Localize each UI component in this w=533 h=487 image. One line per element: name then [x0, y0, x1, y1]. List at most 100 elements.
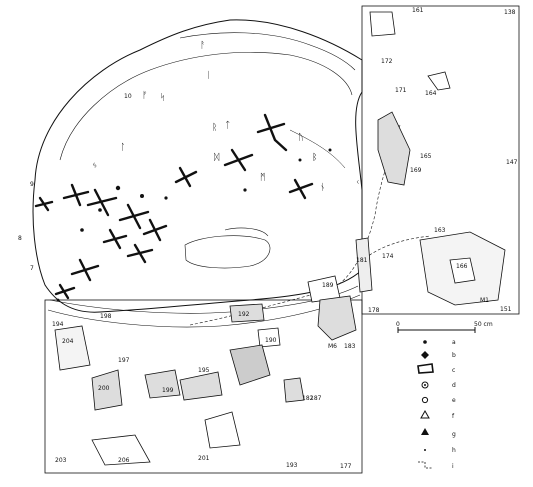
legend-label: e [452, 397, 456, 404]
mark [243, 188, 247, 192]
legend-stone-icon [417, 363, 434, 374]
mark [115, 185, 121, 191]
rock-outline [32, 19, 363, 313]
cross-figure [174, 166, 198, 188]
label-7: 7 [30, 265, 34, 272]
legend: a b c d e f g h [417, 339, 456, 470]
label-192: 192 [238, 311, 250, 318]
stone-181 [355, 237, 373, 293]
frame-upper-right [361, 5, 520, 315]
legend-triangle-open-icon [420, 409, 430, 419]
stone-196 [144, 369, 181, 399]
label-187: 187 [310, 395, 322, 402]
glyph: ᛃ [92, 161, 97, 171]
label-165: 165 [420, 153, 432, 160]
legend-circle-dot-center-icon [424, 384, 426, 386]
legend-dashed-line-icon [418, 461, 432, 469]
glyph: ᚲ [355, 178, 360, 188]
label-206: 206 [118, 457, 130, 464]
label-199: 199 [162, 387, 174, 394]
stones-lower-left [54, 275, 357, 466]
label-169: 169 [410, 167, 422, 174]
stone-top [369, 11, 396, 37]
inner-hollow [184, 235, 271, 269]
legend-item-b: b [421, 351, 456, 359]
legend-item-c: c [417, 363, 455, 374]
legend-label: g [452, 431, 456, 438]
stone-192 [229, 303, 265, 323]
frame-lower-left [44, 299, 363, 474]
label-9: 9 [30, 181, 34, 188]
label-178: 178 [368, 307, 380, 314]
stone-cluster [229, 344, 271, 386]
glyph: ᚱ [212, 122, 217, 133]
legend-item-f: f [420, 409, 455, 420]
legend-label: c [452, 367, 455, 374]
label-177: 177 [340, 463, 352, 470]
scale-length: 50 cm [474, 321, 493, 328]
glyph: ᛒ [312, 152, 317, 163]
legend-item-i: i [418, 461, 454, 470]
petroglyph-crosses [34, 113, 314, 300]
mark [80, 228, 84, 232]
stone-166-inner [449, 257, 476, 284]
stone-182 [283, 377, 305, 403]
label-172: 172 [381, 58, 393, 65]
legend-label: i [452, 463, 454, 470]
cross-figure [126, 243, 154, 264]
glyph: ᚢ [298, 132, 303, 143]
mark [98, 208, 102, 212]
stone-206 [91, 434, 151, 466]
inner-hollow-2 [224, 227, 269, 237]
label-200: 200 [98, 385, 110, 392]
legend-item-a: a [423, 339, 456, 346]
feature-labels: 138 147 151 161 163 164 165 166 169 171 … [18, 7, 518, 470]
frames [44, 5, 520, 474]
glyph: ᛞ [214, 152, 220, 163]
stone-198 [204, 411, 241, 449]
glyph: ᛋ [160, 93, 165, 103]
glyph: ᚾ [320, 182, 325, 193]
legend-label: a [452, 339, 456, 346]
cross-figure [86, 188, 118, 217]
legend-item-g: g [421, 428, 456, 438]
rock-outcrop [32, 19, 431, 328]
mark [56, 298, 60, 302]
cross-figure [62, 183, 90, 207]
label-164: 164 [425, 90, 437, 97]
stone-195 [179, 371, 223, 401]
mark [164, 196, 168, 200]
carved-marks [56, 148, 332, 302]
inscription-glyphs: ᚨ ᛁ ᚠ ᛋ ᚱ ᛏ ᚢ ᛒ ᛗ ᚾ ᛚ ᛃ ᛞ ᚲ [92, 40, 360, 193]
legend-small-dot-icon [424, 449, 426, 451]
cross-figure [34, 196, 54, 212]
cross-figure [256, 113, 288, 152]
label-161: 161 [412, 7, 424, 14]
cross-figure [288, 178, 314, 200]
legend-label: h [452, 447, 456, 454]
glyph: ᛗ [260, 172, 265, 183]
glyph: ᛏ [225, 120, 230, 131]
label-174: 174 [382, 253, 394, 260]
label-10: 10 [124, 93, 132, 100]
scale-zero: 0 [396, 321, 400, 328]
label-171: 171 [395, 87, 407, 94]
label-181: 181 [356, 257, 368, 264]
legend-circle-icon [421, 396, 429, 404]
mark [140, 194, 144, 198]
glyph: ᛚ [120, 142, 125, 153]
scale-bar: 0 50 cm [396, 321, 493, 333]
label-151: 151 [500, 306, 512, 313]
label-163: 163 [434, 227, 446, 234]
glyph: ᛁ [206, 70, 211, 81]
stones-upper-right [355, 11, 506, 306]
label-203: 203 [55, 457, 67, 464]
label-195: 195 [198, 367, 210, 374]
cross-figure [142, 218, 168, 242]
glyph: ᚠ [142, 90, 147, 101]
cross-figure [70, 258, 100, 282]
crack-1 [289, 129, 346, 169]
legend-triangle-filled-icon [421, 428, 429, 435]
label-166: 166 [456, 263, 468, 270]
